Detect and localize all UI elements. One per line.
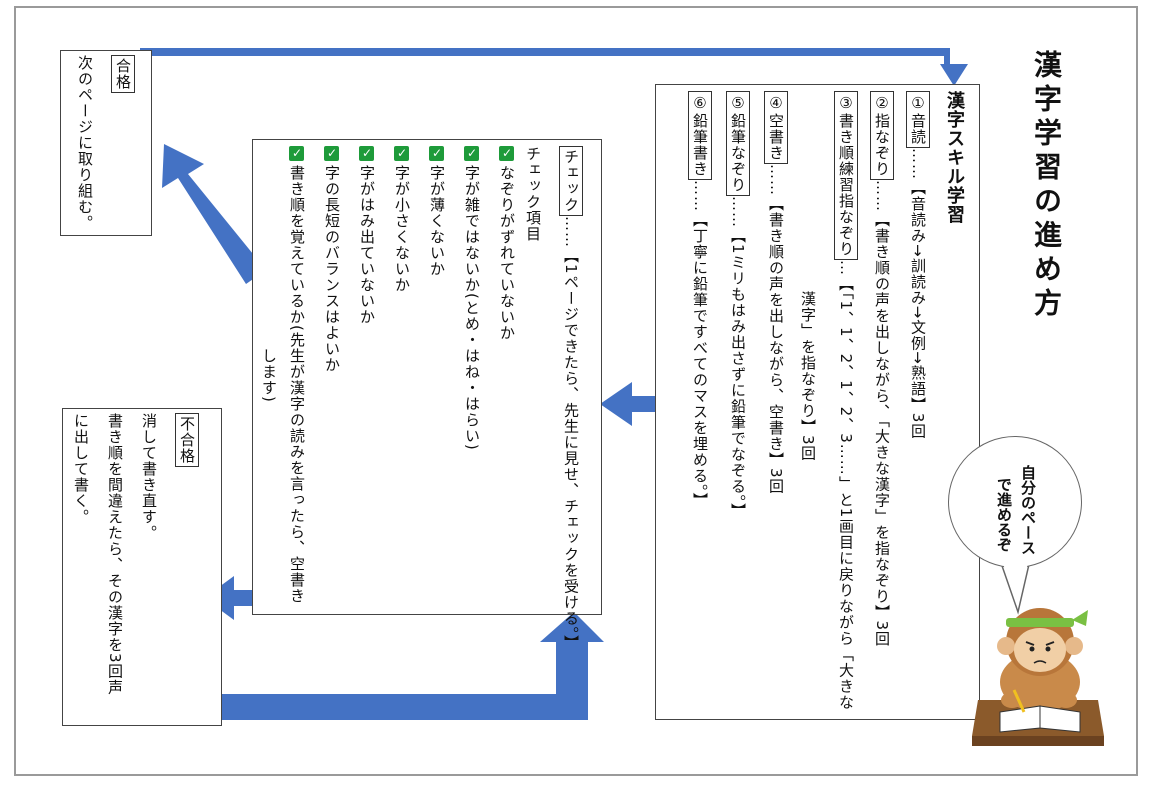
page-frame bbox=[14, 6, 1138, 776]
check-item-1: ✓なぞりがずれていないか bbox=[498, 146, 516, 341]
checkbox-icon: ✓ bbox=[324, 146, 339, 161]
fail-line-1: 消して書き直す。 bbox=[140, 413, 158, 541]
step-2: ②指なぞり……【書き順の声を出しながら、「大きな漢字」を指なぞり】3回 bbox=[870, 91, 894, 647]
step-6: ⑥鉛筆書き……【丁寧に鉛筆ですべてのマスを埋める。】 bbox=[688, 91, 712, 509]
check-item-7-continued: します) bbox=[260, 348, 278, 403]
checkbox-icon: ✓ bbox=[429, 146, 444, 161]
check-box: チェック……【1ページできたら、先生に見せ、チェックを受ける。】 チェック項目 … bbox=[252, 139, 602, 651]
bubble-line-1: 自分のペース bbox=[1019, 465, 1037, 555]
step-3: ③書き順練習指なぞり…【「1、1、2、1、2、3……」と1画目に戻りながら「大き… bbox=[834, 91, 858, 710]
arrow-to-pass-box bbox=[162, 144, 266, 284]
skill-heading: 漢字スキル学習 bbox=[944, 91, 965, 224]
checkbox-icon: ✓ bbox=[464, 146, 479, 161]
pass-tag: 合格 bbox=[111, 55, 135, 93]
checkbox-icon: ✓ bbox=[499, 146, 514, 161]
checkbox-icon: ✓ bbox=[289, 146, 304, 161]
speech-bubble: 自分のペース で進めるぞ bbox=[948, 436, 1082, 568]
checkbox-icon: ✓ bbox=[394, 146, 409, 161]
check-item-4: ✓字が小さくないか bbox=[393, 146, 411, 293]
step-5: ⑤鉛筆なぞり……【1ミリもはみ出さずに鉛筆でなぞる。】 bbox=[726, 91, 750, 519]
check-item-2: ✓字が雑ではないか(とめ・はね・はらい) bbox=[463, 146, 481, 451]
page-title: 漢字学習の進め方 bbox=[1030, 50, 1063, 322]
fail-box: 不合格 消して書き直す。 書き順を間違えたら、その漢字を3回声 に出して書く。 bbox=[62, 408, 222, 726]
check-instruction: チェック……【1ページできたら、先生に見せ、チェックを受ける。】 bbox=[559, 146, 583, 651]
check-item-6: ✓字の長短のバランスはよいか bbox=[323, 146, 341, 373]
skill-box: 漢字スキル学習 ①音読……【音読み→訓読み→文例→熟語】3回 ②指なぞり……【書… bbox=[655, 84, 980, 720]
pass-box: 合格 次のページに取り組む。 bbox=[60, 50, 152, 236]
fail-tag: 不合格 bbox=[175, 413, 199, 467]
pass-text: 次のページに取り組む。 bbox=[76, 55, 94, 231]
arrow-to-check-box bbox=[600, 382, 670, 426]
step-4: ④空書き……【書き順の声を出しながら、空書き】3回 bbox=[764, 91, 788, 495]
step-1: ①音読……【音読み→訓読み→文例→熟語】3回 bbox=[906, 91, 930, 439]
step-3-continued: 漢字」を指なぞり】3回 bbox=[799, 291, 817, 462]
check-item-5: ✓字がはみ出ていないか bbox=[358, 146, 376, 325]
check-item-3: ✓字が薄くないか bbox=[428, 146, 446, 277]
check-item-7: ✓書き順を覚えているか(先生が漢字の読みを言ったら、空書き bbox=[288, 146, 306, 604]
checkbox-icon: ✓ bbox=[359, 146, 374, 161]
fail-line-3: に出して書く。 bbox=[72, 413, 90, 525]
arrow-to-skill-box bbox=[140, 48, 968, 86]
arrow-fail-to-check bbox=[222, 612, 604, 720]
check-items-title: チェック項目 bbox=[524, 146, 542, 242]
fail-line-2: 書き順を間違えたら、その漢字を3回声 bbox=[106, 413, 124, 696]
bubble-line-2: で進めるぞ bbox=[995, 477, 1013, 552]
